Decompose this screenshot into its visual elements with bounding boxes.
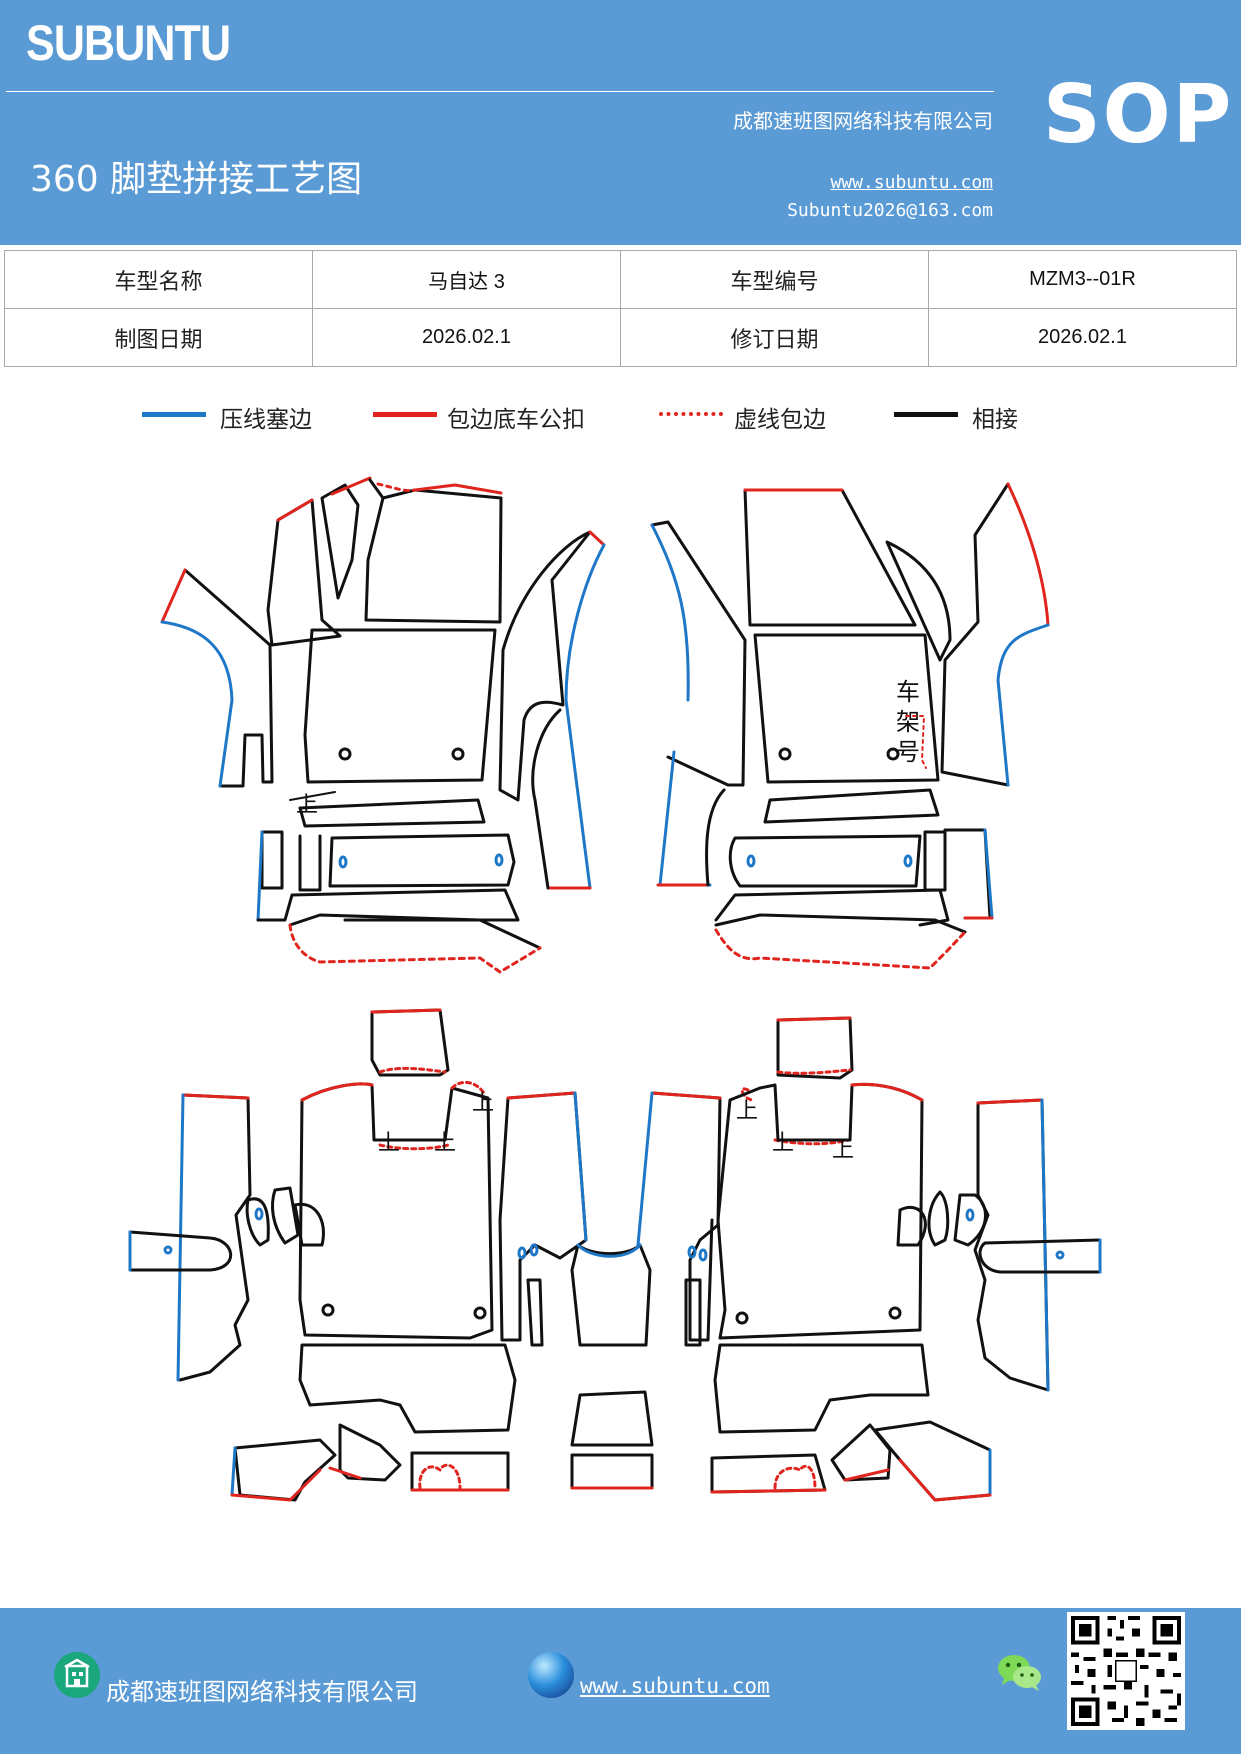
doc-type-label: SOP <box>1043 68 1234 161</box>
legend-swatch-blue <box>142 412 206 417</box>
legend-label: 压线塞边 <box>220 407 312 433</box>
model-code-value: MZM3--01R <box>928 250 1237 309</box>
rear-right-mat: 上 上 上 <box>636 1016 1102 1502</box>
up-mark-label: 上 <box>772 1131 794 1156</box>
up-mark-label: 上 <box>736 1099 758 1124</box>
rear-center-mat <box>570 1243 654 1490</box>
legend-label: 包边底车公扣 <box>447 407 585 433</box>
footer-website-link[interactable]: www.subuntu.com <box>580 1674 770 1698</box>
model-name-value: 马自达 3 <box>312 250 621 309</box>
legend-label: 虚线包边 <box>734 407 826 433</box>
brand-logo: SUBUNTU <box>26 15 231 71</box>
up-mark-label: 上 <box>434 1131 456 1156</box>
qr-code <box>1067 1612 1185 1730</box>
model-code-label: 车型编号 <box>620 250 929 309</box>
info-row: 车型名称 马自达 3 车型编号 MZM3--01R <box>4 250 1237 309</box>
company-name: 成都速班图网络科技有限公司 <box>733 109 993 133</box>
frame-number-char: 车 <box>896 678 920 706</box>
info-row: 制图日期 2026.02.1 修订日期 2026.02.1 <box>4 308 1237 367</box>
up-mark-label: 上 <box>378 1131 400 1156</box>
up-mark-label: 上 <box>296 793 318 818</box>
revise-date-value: 2026.02.1 <box>928 308 1237 367</box>
wechat-icon[interactable] <box>996 1652 1044 1694</box>
frame-number-char: 号 <box>896 738 920 766</box>
legend: 压线塞边 包边底车公扣 虚线包边 相接 <box>0 400 1241 440</box>
header-divider <box>6 91 994 92</box>
legend-swatch-red-dotted <box>659 412 723 416</box>
footer-company-name: 成都速班图网络科技有限公司 <box>106 1678 418 1706</box>
legend-label: 相接 <box>972 407 1018 433</box>
floor-mat-diagram: 上 车 架 号 <box>128 476 1102 1502</box>
revise-date-label: 修订日期 <box>620 308 929 367</box>
draw-date-value: 2026.02.1 <box>312 308 621 367</box>
website-link[interactable]: www.subuntu.com <box>830 172 993 193</box>
company-icon <box>54 1652 100 1698</box>
email-text: Subuntu2026@163.com <box>787 200 993 221</box>
globe-icon <box>528 1652 574 1698</box>
legend-swatch-red <box>373 412 437 417</box>
legend-swatch-black <box>894 412 958 417</box>
up-mark-label: 上 <box>472 1091 494 1116</box>
front-left-mat: 上 <box>160 476 606 974</box>
info-table: 车型名称 马自达 3 车型编号 MZM3--01R 制图日期 2026.02.1… <box>4 250 1237 367</box>
draw-date-label: 制图日期 <box>4 308 313 367</box>
model-name-label: 车型名称 <box>4 250 313 309</box>
frame-number-char: 架 <box>896 708 920 736</box>
page-title: 360 脚垫拼接工艺图 <box>30 159 363 200</box>
up-mark-label: 上 <box>832 1138 854 1163</box>
header-banner <box>0 0 1241 245</box>
rear-left-mat: 上 上 上 <box>128 1008 588 1502</box>
front-right-mat: 车 架 号 <box>650 482 1050 970</box>
